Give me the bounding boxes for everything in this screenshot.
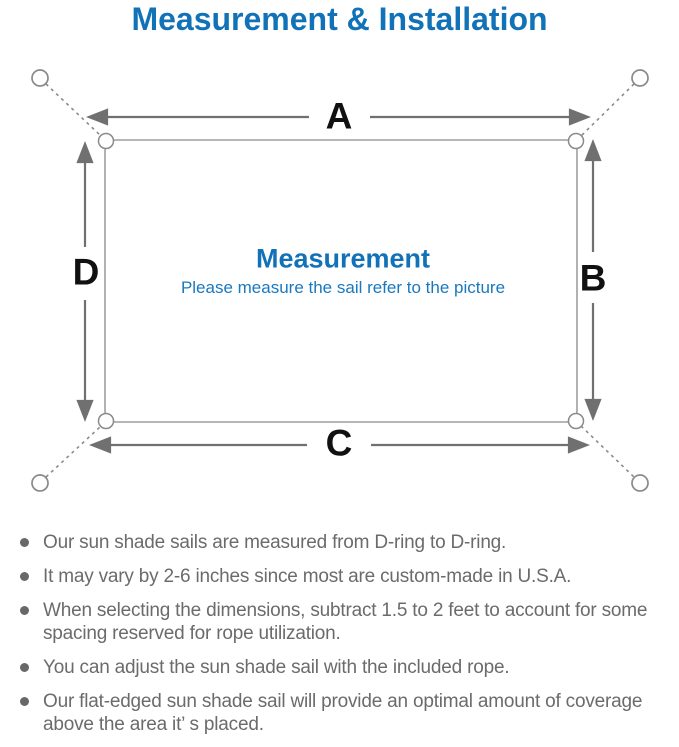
dimension-label-d: D	[72, 251, 100, 293]
note-text: When selecting the dimensions, subtract …	[43, 600, 648, 644]
arrow-c-left-head	[88, 436, 112, 454]
note-text: You can adjust the sun shade sail with t…	[43, 657, 510, 678]
d-ring-top-right	[567, 132, 585, 150]
anchor-ring-top-left	[31, 69, 49, 87]
rope-dashed-line-top-left	[45, 83, 102, 137]
dimension-label-a: A	[325, 95, 353, 137]
d-ring-top-left	[97, 132, 115, 150]
bullet-icon	[20, 697, 29, 706]
diagram-center-title: Measurement	[255, 243, 431, 274]
sail-measurement-diagram	[31, 69, 649, 492]
list-item: Our sun shade sails are measured from D-…	[20, 531, 673, 554]
bullet-icon	[20, 538, 29, 547]
list-item: You can adjust the sun shade sail with t…	[20, 656, 673, 679]
anchor-ring-bottom-left	[31, 474, 49, 492]
arrow-c-right-head	[567, 436, 591, 454]
arrow-d-top-head	[76, 140, 94, 164]
anchor-ring-bottom-right	[631, 474, 649, 492]
dimension-label-b: B	[579, 257, 607, 299]
bullet-icon	[20, 606, 29, 615]
arrow-b-top-head	[584, 138, 602, 162]
sail-outline	[104, 139, 578, 423]
rope-dashed-line-bottom-right	[580, 425, 635, 478]
note-text: It may vary by 2-6 inches since most are…	[43, 566, 572, 587]
anchor-ring-top-right	[631, 69, 649, 87]
arrow-b-bottom-head	[584, 398, 602, 422]
rope-dashed-line-bottom-left	[45, 425, 102, 478]
diagram-center-subtitle: Please measure the sail refer to the pic…	[180, 278, 506, 297]
arrow-d-bottom-head	[76, 399, 94, 423]
arrow-a-right-head	[568, 108, 592, 126]
d-ring-bottom-left	[97, 412, 115, 430]
page-title: Measurement & Installation	[131, 1, 548, 37]
list-item: It may vary by 2-6 inches since most are…	[20, 565, 673, 588]
list-item: Our flat-edged sun shade sail will provi…	[20, 690, 673, 736]
bullet-icon	[20, 572, 29, 581]
note-text: Our flat-edged sun shade sail will provi…	[43, 691, 643, 735]
dimension-label-c: C	[325, 422, 353, 464]
d-ring-bottom-right	[567, 412, 585, 430]
note-text: Our sun shade sails are measured from D-…	[43, 532, 507, 553]
rope-dashed-line-top-right	[580, 83, 635, 137]
list-item: When selecting the dimensions, subtract …	[20, 599, 673, 645]
bullet-icon	[20, 663, 29, 672]
measurement-notes-list: Our sun shade sails are measured from D-…	[0, 531, 679, 747]
arrow-a-left-head	[85, 108, 109, 126]
